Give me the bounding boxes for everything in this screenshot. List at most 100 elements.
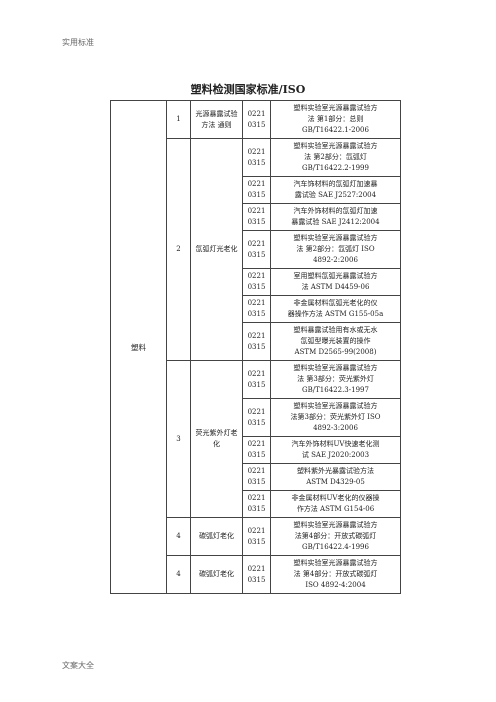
standard-line: 非金属材料UV老化的仪器操 <box>291 494 380 502</box>
code-line: 0315 <box>247 283 266 291</box>
code-cell: 0221 0315 <box>242 436 271 464</box>
group-name: 碳弧灯老化 <box>190 555 243 594</box>
standard-cell: 塑料紫外光暴露试验方法 ASTM D4329-05 <box>270 463 401 491</box>
code-line: 0315 <box>247 342 266 351</box>
group-number: 4 <box>166 517 191 556</box>
category-cell: 塑料 <box>110 100 167 594</box>
standard-cell: 汽车外饰材料UV快速老化测试 SAE J2020:2003 <box>270 436 401 464</box>
standard-cell: 非金属材料氙弧光老化的仪器操作方法 ASTM G155-05a <box>270 295 401 323</box>
page-header: 实用标准 <box>62 38 94 47</box>
standard-line: 塑料实验室光源暴露试验方 <box>293 142 378 150</box>
code-line: 0315 <box>247 380 266 389</box>
standard-cell: 非金属材料UV老化的仪器操作方法 ASTM G154-06 <box>270 490 401 518</box>
code-cell: 0221 0315 <box>242 398 271 437</box>
code-line: 0315 <box>247 451 266 459</box>
group-number: 3 <box>166 360 191 518</box>
standard-line: ISO 4892-4:2004 <box>305 581 366 589</box>
standard-line: 试 SAE J2020:2003 <box>301 451 370 459</box>
standard-line: GB/T16422.1-2006 <box>302 126 369 134</box>
table-row: 0221 0315 室用塑料氙弧光暴露试验方法 ASTM D4459-06 <box>111 268 401 296</box>
code-line: 0315 <box>247 218 266 226</box>
standard-line: 法 ASTM D4459-06 <box>301 283 370 291</box>
code-line: 0221 <box>247 299 266 307</box>
standard-cell: 汽车外饰材料的氙弧灯加速暴露试验 SAE J2412:2004 <box>270 203 401 231</box>
standard-cell: 塑料实验室光源暴露试验方法 第3部分：荧光紫外灯 GB/T16422.3-1997 <box>270 360 401 399</box>
code-line: 0315 <box>247 575 266 584</box>
standard-line: 汽车外饰材料UV快速老化测 <box>291 440 380 448</box>
code-cell: 0221 0315 <box>242 555 271 594</box>
group-number: 1 <box>166 100 191 139</box>
standard-line: ASTM D4329-05 <box>306 478 365 486</box>
standard-line: 露试验 SAE J2527:2004 <box>294 191 377 199</box>
code-cell: 0221 0315 <box>242 230 271 269</box>
group-name: 荧光紫外灯老化 <box>190 360 243 518</box>
standard-line: 塑料紫外光暴露试验方法 <box>297 467 374 475</box>
standard-cell: 室用塑料氙弧光暴露试验方法 ASTM D4459-06 <box>270 268 401 296</box>
page-footer: 文案大全 <box>62 661 94 670</box>
standard-line: 法 第2部分：氙弧灯 ISO <box>296 245 375 253</box>
code-line: 0315 <box>247 418 266 427</box>
standard-line: 氙弧型曝光装置的操作 <box>300 337 371 345</box>
code-line: 0315 <box>247 120 266 129</box>
standard-line: 暴露试验 SAE J2412:2004 <box>291 218 380 226</box>
standard-cell: 塑料实验室光源暴露试验方法第4部分：开放式碳弧灯 GB/T16422.4-1996 <box>270 517 401 556</box>
standard-line: 塑料实验室光源暴露试验方 <box>293 364 378 372</box>
code-cell: 0221 0315 <box>242 176 271 204</box>
code-line: 0315 <box>247 250 266 259</box>
page-title: 塑料检测国家标准/ISO <box>190 83 306 96</box>
code-cell: 0221 0315 <box>242 100 271 139</box>
code-line: 0315 <box>247 478 266 486</box>
standard-line: 塑料实验室光源暴露试验方 <box>293 521 378 529</box>
code-line: 0315 <box>247 191 266 199</box>
code-line: 0315 <box>247 310 266 318</box>
standard-line: 塑料实验室光源暴露试验方 <box>293 559 378 567</box>
table-row: 0221 0315 汽车外饰材料UV快速老化测试 SAE J2020:2003 <box>111 436 401 464</box>
standard-line: 室用塑料氙弧光暴露试验方 <box>293 272 378 280</box>
code-line: 0221 <box>247 440 266 448</box>
group-name: 光源暴露试验方法 通则 <box>190 100 243 139</box>
code-cell: 0221 0315 <box>242 295 271 323</box>
code-line: 0315 <box>247 158 266 167</box>
standard-line: 法 第4部分：开放式碳弧灯 <box>293 570 378 578</box>
code-line: 0221 <box>247 239 266 248</box>
code-line: 0221 <box>247 407 266 416</box>
code-line: 0221 <box>247 180 266 188</box>
code-cell: 0221 0315 <box>242 203 271 231</box>
standard-cell: 塑料实验室光源暴露试验方法 第4部分：开放式碳弧灯 ISO 4892-4:2004 <box>270 555 401 594</box>
code-line: 0221 <box>247 564 266 573</box>
standard-line: GB/T16422.3-1997 <box>302 386 369 394</box>
code-cell: 0221 0315 <box>242 268 271 296</box>
code-line: 0221 <box>247 526 266 535</box>
code-line: 0221 <box>247 369 266 378</box>
code-line: 0221 <box>247 109 266 118</box>
group-number: 4 <box>166 555 191 594</box>
code-line: 0221 <box>247 331 266 340</box>
standard-line: 作方法 ASTM G154-06 <box>296 505 375 513</box>
table-row: 0221 0315 汽车外饰材料的氙弧灯加速暴露试验 SAE J2412:2004 <box>111 203 401 231</box>
code-cell: 0221 0315 <box>242 138 271 177</box>
standard-line: 塑料实验室光源暴露试验方 <box>293 234 378 242</box>
standard-line: 塑料实验室光源暴露试验方 <box>293 402 378 410</box>
standard-line: 法 第3部分：荧光紫外灯 <box>297 375 374 383</box>
code-line: 0221 <box>247 207 266 215</box>
standard-line: GB/T16422.4-1996 <box>302 543 369 551</box>
standard-line: 法第3部分：荧光紫外灯 ISO <box>290 413 381 421</box>
code-line: 0221 <box>247 147 266 156</box>
standard-line: 法第4部分：开放式碳弧灯 <box>294 532 377 540</box>
code-line: 0221 <box>247 272 266 280</box>
standard-line: 汽车外饰材料的氙弧灯加速 <box>293 207 378 215</box>
group-name: 氙弧灯光老化 <box>190 138 243 361</box>
standard-line: 塑料暴露试验用有水或无水 <box>293 326 378 334</box>
